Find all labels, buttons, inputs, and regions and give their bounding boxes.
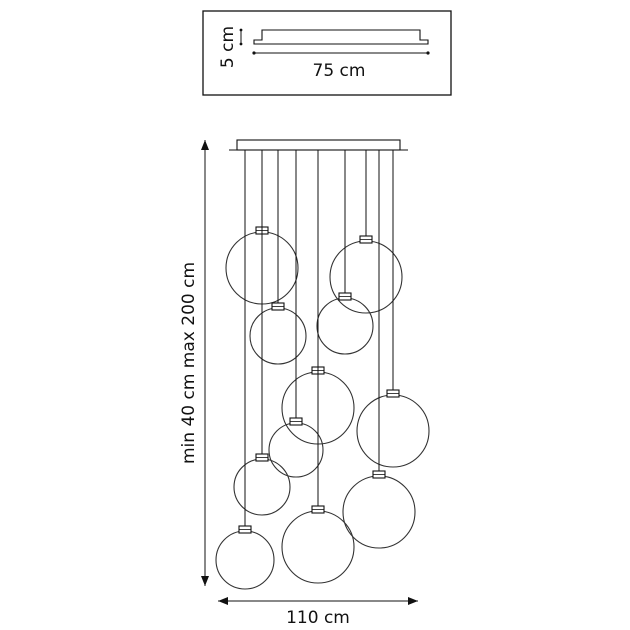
height-dimension: min 40 cm max 200 cm [179,140,209,586]
canopy-plate [236,139,401,151]
width-label: 110 cm [286,608,350,628]
height-arrow-bottom [201,576,209,586]
inset-width-tick-left [252,51,256,55]
height-label: min 40 cm max 200 cm [179,262,199,464]
pendant-group [215,150,430,590]
glass-globe-9 [342,475,416,549]
glass-globe-11 [215,530,275,590]
width-arrow-left [218,597,228,605]
canopy-profile [253,29,429,45]
top-view-inset: 5 cm 75 cm [202,10,452,96]
inset-width-tick-right [426,51,430,55]
width-arrow-right [408,597,418,605]
glass-globe-2 [329,240,403,314]
glass-globe-6 [356,394,430,468]
inset-height-tick-top [239,28,243,32]
width-dimension: 110 cm [218,597,418,628]
height-arrow-top [201,140,209,150]
glass-globe-7 [268,422,324,478]
ceiling-canopy [229,139,408,151]
inset-height-label: 5 cm [218,26,238,68]
glass-globe-3 [249,307,307,365]
glass-globe-10 [281,510,355,584]
inset-frame [202,10,452,96]
glass-globe-8 [233,458,291,516]
inset-height-tick-bottom [239,42,243,46]
inset-width-label: 75 cm [313,61,366,81]
